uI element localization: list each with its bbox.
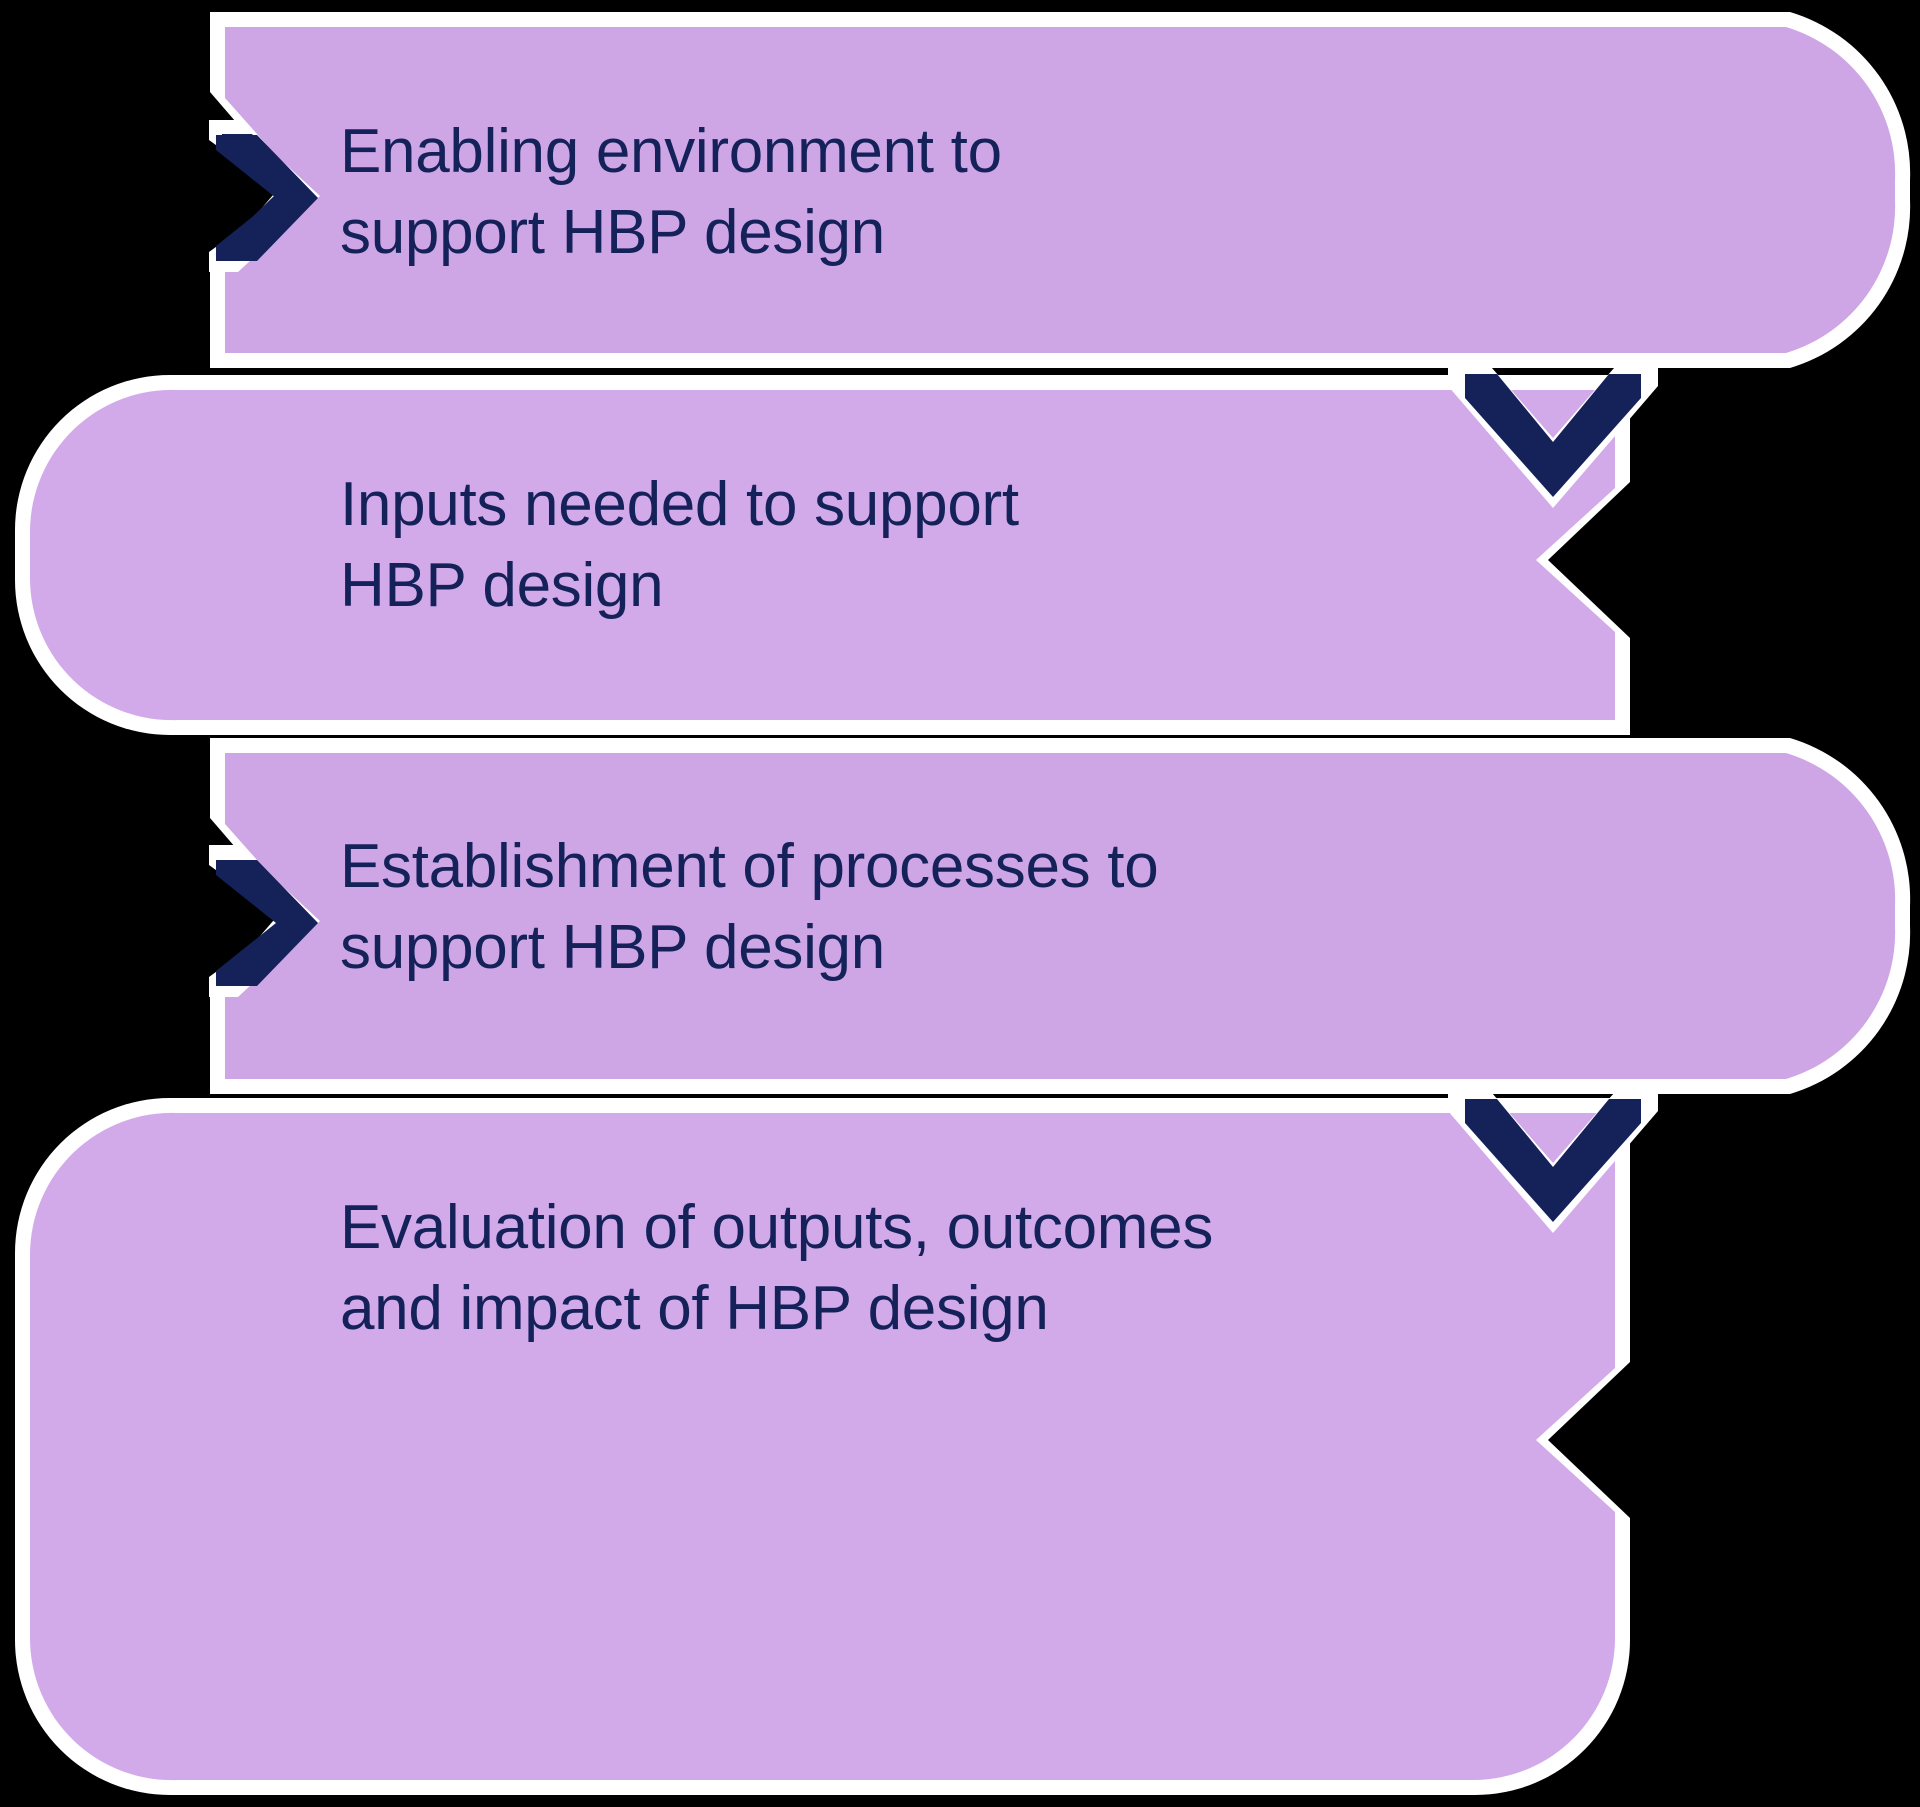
- step-4-shape-group[interactable]: [15, 1098, 1630, 1795]
- step-1-box[interactable]: [225, 27, 1896, 353]
- chevron-down-icon-2: [1448, 360, 1658, 508]
- step-2-shape-group[interactable]: [15, 375, 1630, 735]
- step-2-label: Inputs needed to support HBP design: [340, 470, 1019, 620]
- chevron-down-icon-2-glyph: [1465, 374, 1641, 497]
- step-3-box[interactable]: [225, 753, 1896, 1079]
- step-2-box[interactable]: [29, 389, 1616, 721]
- step-3-shape-group[interactable]: [210, 738, 1911, 1094]
- chevron-right-icon-1-stroke: [216, 135, 318, 261]
- step-3-label: Establishment of processes to support HB…: [340, 832, 1159, 982]
- chevron-right-icon-1-detail: [216, 135, 318, 261]
- chevron-down-icon-4-glyph: [1465, 1099, 1641, 1222]
- chevron-down-icon-4: [1448, 1085, 1658, 1233]
- step-1-shape-group[interactable]: [210, 12, 1911, 368]
- chevron-right-icon-3-glyph: [216, 860, 318, 986]
- step-4-box[interactable]: [29, 1112, 1615, 1781]
- step-4-label: Evaluation of outputs, outcomes and impa…: [340, 1193, 1214, 1343]
- chevron-right-icon-3: [209, 845, 320, 997]
- step-1-label: Enabling environment to support HBP desi…: [340, 117, 1002, 267]
